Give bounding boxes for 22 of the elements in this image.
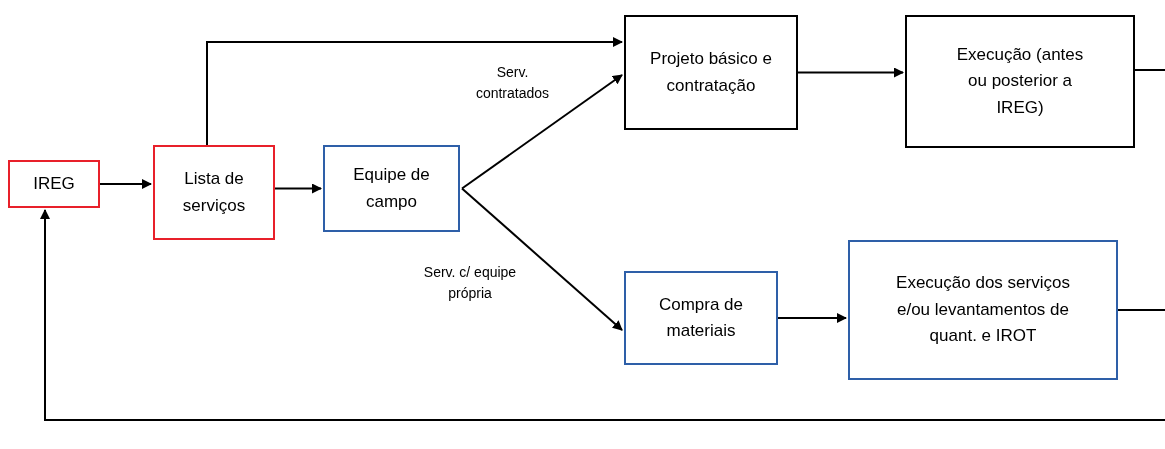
- box-label: Lista de serviços: [181, 168, 247, 217]
- arrow: [274, 183, 322, 194]
- box-label: Execução (antes ou posterior a IREG): [955, 44, 1085, 119]
- process-box: [153, 145, 275, 240]
- process-box: [323, 145, 460, 232]
- process-box: [8, 160, 100, 208]
- box-label: Projeto básico e contratação: [649, 48, 773, 97]
- arrow: [99, 179, 152, 189]
- arrow: [206, 37, 623, 146]
- box-label: Equipe de campo: [352, 164, 431, 213]
- process-box: [624, 15, 798, 130]
- box-label: Execução dos serviços e/ou levantamentos de quant. e IROT: [895, 272, 1071, 348]
- arrow: [461, 74, 623, 190]
- arrow: [40, 209, 1165, 421]
- process-box: [624, 271, 778, 365]
- box-label: Compra de materiais: [657, 293, 745, 342]
- arrow: [797, 67, 904, 78]
- arrow: [777, 313, 847, 323]
- process-box: [905, 15, 1135, 148]
- process-box: [848, 240, 1118, 380]
- box-label: IREG: [32, 172, 76, 195]
- arrow: [461, 187, 623, 331]
